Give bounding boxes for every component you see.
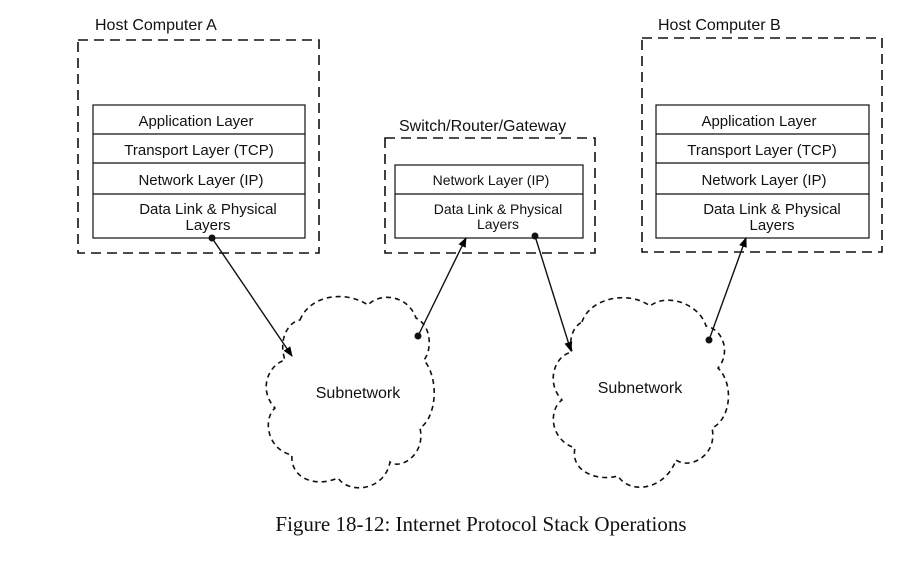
router-stack	[394, 164, 584, 239]
router-datalink-layer-line2: Layers	[477, 216, 519, 232]
host-b-datalink-layer: Data Link & Physical	[703, 201, 841, 218]
connector-dot-subnet-right	[705, 336, 713, 344]
arrow-host-a-to-subnet-left	[211, 237, 293, 357]
host-b-transport-layer: Transport Layer (TCP)	[687, 142, 836, 159]
subnetwork-cloud-right: Subnetwork	[552, 297, 730, 489]
figure-caption: Figure 18-12: Internet Protocol Stack Op…	[275, 512, 687, 536]
connectors	[208, 232, 747, 357]
arrow-subnet-left-to-router	[417, 237, 467, 337]
arrow-subnet-right-to-host-b	[708, 237, 747, 341]
connector-dot-router	[531, 232, 539, 240]
switch-router-gateway: Switch/Router/Gateway Network Layer (IP)…	[384, 118, 596, 254]
arrow-router-to-subnet-right	[534, 235, 573, 352]
host-b-stack	[655, 104, 870, 239]
host-a-stack	[92, 104, 306, 239]
router-boundary	[384, 137, 596, 254]
router-datalink-layer: Data Link & Physical	[434, 201, 562, 217]
host-computer-b: Host Computer B Application Layer Transp…	[641, 17, 883, 253]
connector-dot-subnet-left	[414, 332, 422, 340]
subnetwork-cloud-left: Subnetwork	[265, 295, 435, 489]
host-a-title: Host Computer A	[95, 17, 217, 34]
host-b-network-layer: Network Layer (IP)	[701, 172, 826, 189]
host-a-datalink-layer: Data Link & Physical	[139, 201, 277, 218]
host-b-title: Host Computer B	[658, 17, 781, 34]
connector-dot-host-a	[208, 234, 216, 242]
host-a-transport-layer: Transport Layer (TCP)	[124, 142, 273, 159]
host-b-application-layer: Application Layer	[701, 113, 816, 130]
host-b-datalink-layer-line2: Layers	[749, 217, 794, 234]
host-a-application-layer: Application Layer	[138, 113, 253, 130]
host-a-boundary	[77, 39, 320, 254]
host-a-datalink-layer-line2: Layers	[185, 217, 230, 234]
router-network-layer: Network Layer (IP)	[433, 172, 550, 188]
subnetwork-right-label: Subnetwork	[598, 380, 683, 397]
host-b-boundary	[641, 37, 883, 253]
router-title: Switch/Router/Gateway	[399, 118, 566, 135]
host-a-network-layer: Network Layer (IP)	[138, 172, 263, 189]
host-computer-a: Host Computer A Application Layer Transp…	[77, 17, 320, 254]
subnetwork-left-label: Subnetwork	[316, 385, 401, 402]
